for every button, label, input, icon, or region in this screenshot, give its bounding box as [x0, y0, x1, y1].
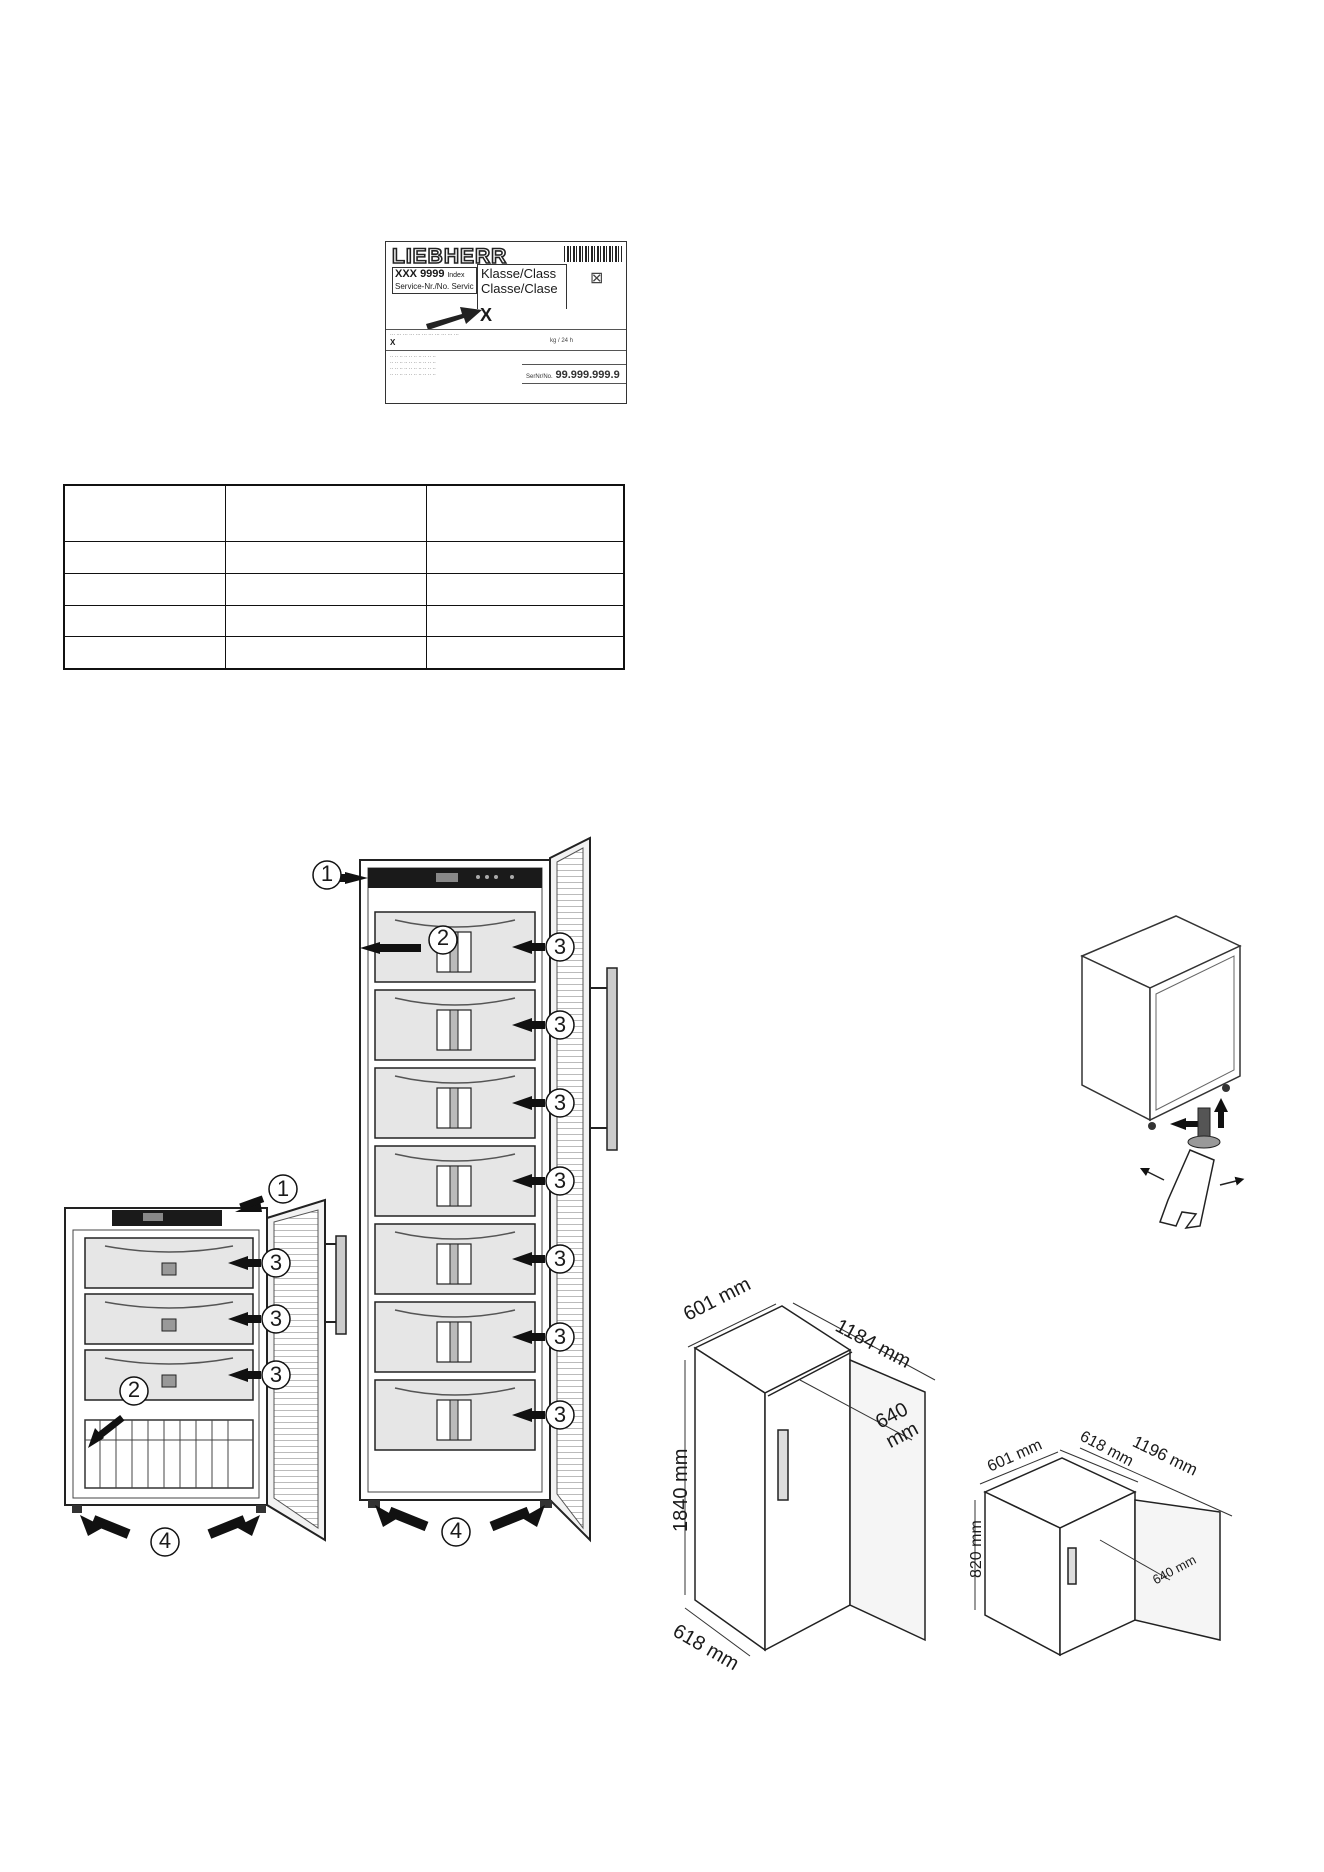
- callout-3-arrow: [512, 1174, 545, 1188]
- dimension-drawings: [684, 1302, 1233, 1657]
- drawer: [374, 1379, 536, 1451]
- drawer: [84, 1293, 254, 1345]
- callout-circle: [545, 1244, 575, 1274]
- table-row: [63, 572, 625, 606]
- callout-circle: [119, 1376, 149, 1406]
- callout-circle: [545, 1088, 575, 1118]
- tall-unit-dimension-drawing: [693, 1305, 926, 1652]
- drawer: [84, 1237, 254, 1289]
- callout-circle: [545, 1322, 575, 1352]
- wrench-icon: [1159, 1149, 1215, 1229]
- drawer: [374, 1145, 536, 1217]
- class-label-line1: Klasse/Class: [481, 266, 557, 281]
- wheelie-bin-icon: ⊠: [590, 270, 604, 287]
- callout-circle: [150, 1527, 180, 1557]
- callout-circle: [441, 1517, 471, 1547]
- table-row: [63, 604, 625, 638]
- small-freezer: [64, 1198, 347, 1542]
- callout-circle: [428, 925, 458, 955]
- callout-circle: [545, 1166, 575, 1196]
- callout-3-label: 3: [269, 1250, 283, 1275]
- callout-circle: [268, 1174, 298, 1204]
- callout-3-arrow: [512, 1018, 545, 1032]
- small-freezer-drawers: [84, 1237, 254, 1401]
- service-label: Service-Nr./No. Servic: [395, 282, 474, 291]
- callout-3-arrow: [512, 1096, 545, 1110]
- small-height-label: 820 mm: [968, 1520, 985, 1578]
- tall-freezer: [359, 836, 618, 1543]
- callout-3-arrow: [228, 1256, 261, 1270]
- model-box: XXX 9999 Index Service-Nr./No. Servic: [392, 267, 477, 294]
- callout-circle: [261, 1360, 291, 1390]
- callout-4-tall: 4: [449, 1518, 463, 1543]
- callout-2-small: 2: [127, 1377, 141, 1402]
- callout-3-label: 3: [269, 1306, 283, 1331]
- barcode-icon: [564, 246, 622, 262]
- callout-circle: [545, 1400, 575, 1430]
- class-box: Klasse/Class Classe/Clase: [477, 264, 567, 309]
- table-row: [63, 636, 625, 670]
- callout-3-arrow: [512, 1330, 545, 1344]
- callout-circle: [545, 1010, 575, 1040]
- class-value: X: [480, 305, 493, 325]
- callout-circle: [261, 1304, 291, 1334]
- callout-3-arrow: [228, 1368, 261, 1382]
- index-label: Index: [447, 272, 465, 279]
- appliance-overview-illustration: [64, 836, 618, 1557]
- callout-3-arrow: [512, 1408, 545, 1422]
- small-unit-dimension-drawing: [983, 1457, 1221, 1657]
- leveling-foot-illustration: [1080, 915, 1245, 1229]
- tall-height-label: 1840 mm: [670, 1448, 692, 1532]
- table-header-row: [63, 484, 625, 543]
- drawer: [84, 1349, 254, 1401]
- callout-circle: [261, 1248, 291, 1278]
- leveling-arrows: [80, 1505, 545, 1539]
- tall-freezer-drawers: [374, 911, 536, 1451]
- callout-3-label: 3: [553, 1324, 567, 1349]
- callout-3-label: 3: [553, 1090, 567, 1115]
- table-row: [63, 541, 625, 574]
- serial-value: 99.999.999.9: [555, 369, 620, 381]
- rating-label: LIEBHERR XXX 9999 Index Service-Nr./No. …: [385, 241, 627, 404]
- class-small-value: X: [390, 338, 396, 347]
- serial-number: SerNr/No. 99.999.999.9: [526, 369, 620, 381]
- callout-1-tall: 1: [320, 861, 334, 886]
- callout-circle: [545, 932, 575, 962]
- callout-2-tall: 2: [436, 925, 450, 950]
- serial-label: SerNr/No.: [526, 374, 553, 380]
- callout-1-small: 1: [276, 1176, 290, 1201]
- callout-circle: [312, 860, 342, 890]
- callout-3-label: 3: [553, 1168, 567, 1193]
- pointer-arrow-icon: [426, 307, 482, 330]
- callout-3-arrow: [512, 940, 545, 954]
- callout-3-label: 3: [553, 934, 567, 959]
- callout-3-label: 3: [553, 1402, 567, 1427]
- class-label-line2: Classe/Clase: [481, 281, 558, 296]
- callout-numbers: [119, 860, 575, 1557]
- callout-3-label: 3: [269, 1362, 283, 1387]
- drawer: [374, 1067, 536, 1139]
- callout-3-label: 3: [553, 1246, 567, 1271]
- freezing-unit: kg / 24 h: [550, 338, 574, 344]
- drawer: [374, 989, 536, 1061]
- control-panel: [112, 1210, 222, 1226]
- drawer: [374, 1223, 536, 1295]
- model-number: XXX 9999: [395, 268, 445, 280]
- drawer-arrows: [228, 940, 545, 1422]
- blank-data-table: [63, 484, 625, 670]
- drawer: [374, 1301, 536, 1373]
- callout-3-label: 3: [553, 1012, 567, 1037]
- callout-4-small: 4: [158, 1528, 172, 1553]
- callout-3-arrow: [512, 1252, 545, 1266]
- callout-3-arrow: [228, 1312, 261, 1326]
